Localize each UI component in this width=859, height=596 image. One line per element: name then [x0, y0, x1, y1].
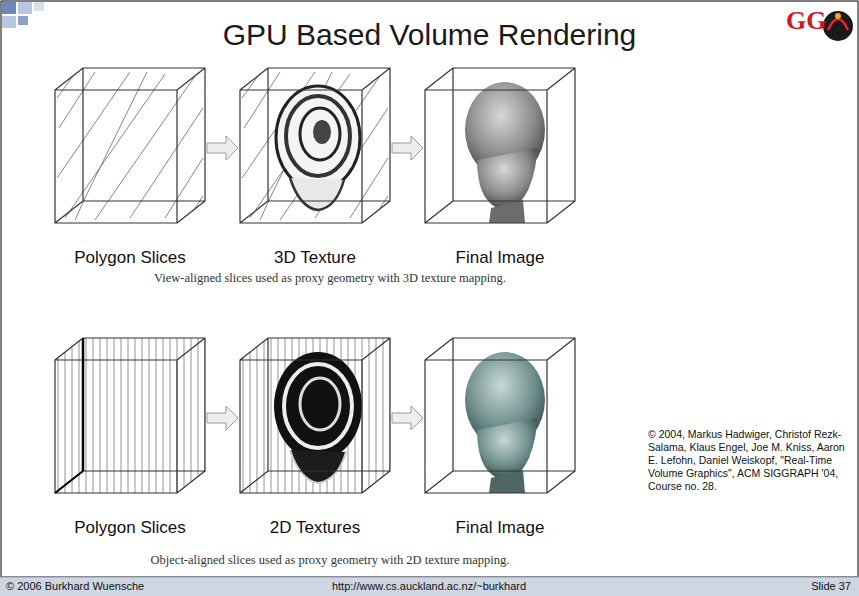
figure-caption: View-aligned slices used as proxy geomet… — [60, 271, 600, 286]
illustration-panel: Polygon Slices — [55, 338, 205, 540]
illustration-panel: 2D Textures — [240, 338, 390, 540]
panel-label: Final Image — [405, 518, 595, 538]
slide-title: GPU Based Volume Rendering — [0, 18, 859, 52]
flow-arrow — [207, 406, 238, 430]
copyright-note: © 2004, Markus Hadwiger, Christof Rezk-S… — [648, 428, 848, 493]
footer-text: © 2006 Burkhard Wuensche — [6, 580, 226, 592]
panel-label: 2D Textures — [220, 518, 410, 538]
flow-arrow — [207, 136, 238, 160]
illustration-panel: Final Image — [425, 338, 575, 540]
illustration-panel: 3D Texture — [240, 68, 390, 270]
flow-arrow — [392, 136, 423, 160]
illustration-panel: Polygon Slices — [55, 68, 205, 270]
panel-label: Final Image — [405, 248, 595, 268]
footer-url: http://www.cs.auckland.ac.nz/~burkhard — [279, 580, 579, 592]
illustration-panel: Final Image — [425, 68, 575, 270]
panel-label: Polygon Slices — [35, 518, 225, 538]
logo-text: GG — [786, 6, 826, 36]
panel-label: Polygon Slices — [35, 248, 225, 268]
figure-caption: Object-aligned slices used as proxy geom… — [60, 553, 600, 568]
slide-number: Slide 37 — [753, 580, 851, 592]
flow-arrow — [392, 406, 423, 430]
panel-label: 3D Texture — [220, 248, 410, 268]
